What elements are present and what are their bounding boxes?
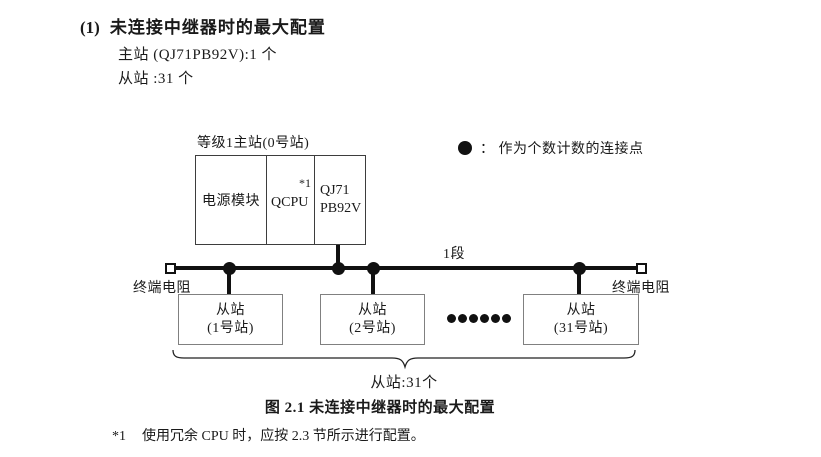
- footnote-marker: *1: [112, 429, 126, 444]
- brace-label: 从站:31个: [370, 375, 438, 391]
- slave1-drop-line: [227, 268, 231, 294]
- slave-station-number: (2号站): [349, 320, 396, 336]
- connection-point-icon: [458, 141, 472, 155]
- slave-label: 从站: [216, 302, 245, 318]
- section-heading: (1) 未连接中继器时的最大配置: [80, 13, 326, 38]
- master-count-text: 主站 (QJ71PB92V):1 个: [118, 47, 278, 63]
- slave31-drop-line: [577, 268, 581, 294]
- legend-text: ： 作为个数计数的连接点: [480, 142, 644, 157]
- pb92v-line1: QJ71: [320, 183, 350, 198]
- power-module-cell: 电源模块: [196, 156, 267, 244]
- brace: [172, 349, 636, 370]
- slave-station-number: (31号站): [553, 320, 609, 336]
- legend: ： 作为个数计数的连接点: [458, 138, 644, 158]
- connection-dot: [332, 262, 345, 275]
- slave-station-box: 从站 (31号站): [523, 294, 639, 345]
- figure-caption: 图 2.1 未连接中继器时的最大配置: [264, 400, 496, 416]
- footnote: *1 使用冗余 CPU 时，应按 2.3 节所示进行配置。: [112, 425, 425, 445]
- slave-count-text: 从站 :31 个: [118, 71, 194, 87]
- master-drop-line: [336, 245, 340, 268]
- segment-label: 1段: [443, 247, 465, 262]
- cpu-cell: *1 QCPU: [267, 156, 315, 244]
- slave2-drop-line: [371, 268, 375, 294]
- bus-line: [176, 266, 636, 270]
- slave-station-number: (1号站): [207, 320, 254, 336]
- pb92v-cell: QJ71 PB92V: [315, 156, 365, 244]
- cpu-footnote-ref: *1: [299, 176, 311, 190]
- master-station-box: 电源模块 *1 QCPU QJ71 PB92V: [195, 155, 366, 245]
- master-station-label: 等级1主站(0号站): [197, 136, 310, 151]
- cpu-label: QCPU: [271, 195, 309, 210]
- section-number: (1): [80, 18, 100, 37]
- ellipsis-dots: [447, 314, 511, 323]
- slave-station-box: 从站 (2号站): [320, 294, 425, 345]
- slave-label: 从站: [358, 302, 387, 318]
- terminating-resistor-right-label: 终端电阻: [612, 281, 670, 296]
- slave-station-box: 从站 (1号站): [178, 294, 283, 345]
- terminating-resistor-left-label: 终端电阻: [133, 281, 191, 296]
- footnote-text: 使用冗余 CPU 时，应按 2.3 节所示进行配置。: [142, 429, 425, 444]
- pb92v-line2: PB92V: [320, 201, 362, 216]
- section-title: 未连接中继器时的最大配置: [109, 18, 326, 37]
- terminating-resistor-left: [165, 263, 176, 274]
- terminating-resistor-right: [636, 263, 647, 274]
- slave-label: 从站: [566, 302, 596, 318]
